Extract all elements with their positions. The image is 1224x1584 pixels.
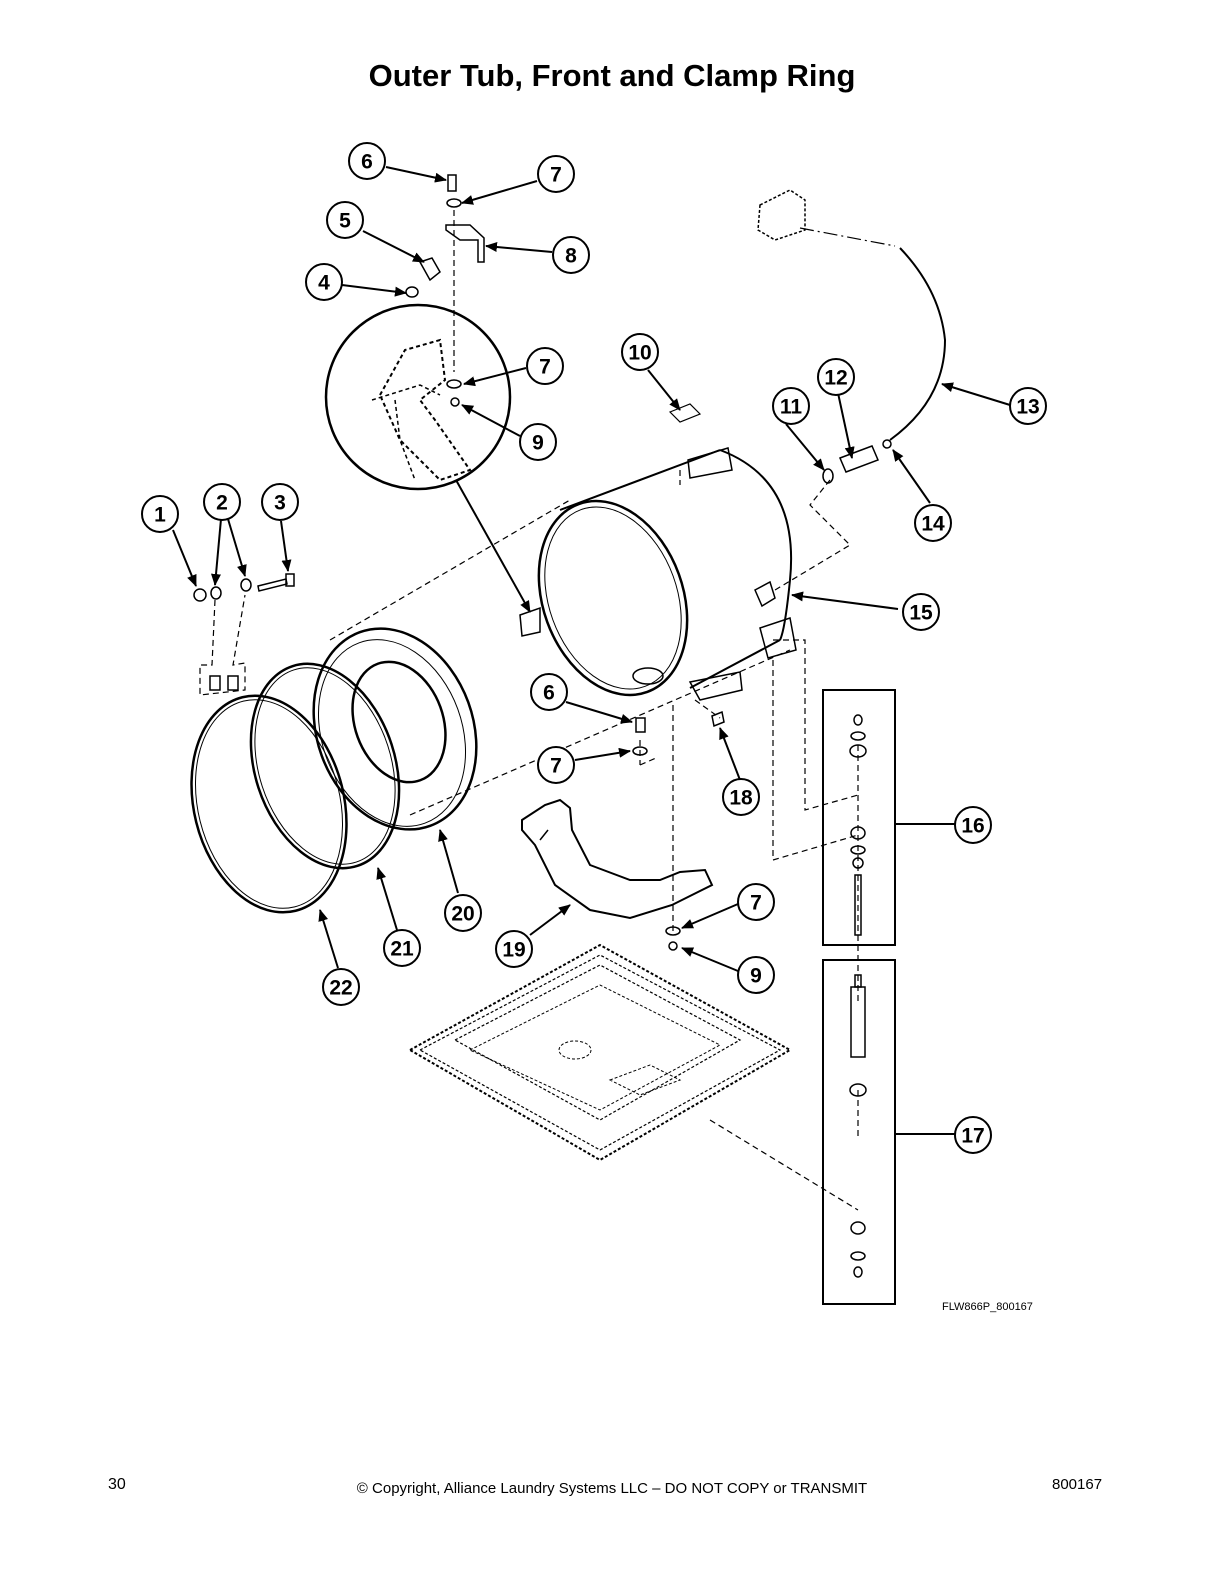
hose-and-sensor — [757, 189, 947, 484]
leader-arrows — [172, 166, 1011, 972]
fasteners-1-3 — [193, 573, 295, 696]
callout-7-bottom: 7 — [737, 883, 775, 921]
svg-text:20: 20 — [451, 903, 474, 926]
callout-20: 20 — [444, 894, 482, 932]
svg-text:7: 7 — [550, 755, 562, 778]
callout-7-lower: 7 — [537, 746, 575, 784]
svg-text:17: 17 — [961, 1125, 984, 1148]
svg-text:2: 2 — [216, 492, 228, 515]
callout-21: 21 — [383, 929, 421, 967]
callout-2: 2 — [203, 483, 241, 521]
callout-13: 13 — [1009, 387, 1047, 425]
callout-16: 16 — [954, 806, 992, 844]
svg-text:22: 22 — [329, 977, 352, 1000]
callout-3: 3 — [261, 483, 299, 521]
callout-19: 19 — [495, 930, 533, 968]
callout-6-top: 6 — [348, 142, 386, 180]
svg-text:9: 9 — [532, 432, 544, 455]
callout-7-top: 7 — [537, 155, 575, 193]
svg-text:4: 4 — [318, 272, 330, 295]
svg-text:9: 9 — [750, 965, 762, 988]
callout-18: 18 — [722, 778, 760, 816]
svg-text:6: 6 — [543, 682, 555, 705]
callout-14: 14 — [914, 504, 952, 542]
document-number: 800167 — [1052, 1476, 1103, 1493]
svg-text:19: 19 — [502, 939, 525, 962]
callout-6-lower: 6 — [530, 673, 568, 711]
svg-text:1: 1 — [154, 504, 166, 527]
clamp-rings — [190, 662, 401, 914]
svg-text:3: 3 — [274, 492, 286, 515]
svg-text:8: 8 — [565, 245, 577, 268]
page-number: 30 — [108, 1476, 126, 1493]
detail-inset-circle — [324, 303, 531, 613]
callouts: 1 2 3 4 5 6 7 8 7 9 10 11 12 13 14 15 6 … — [141, 142, 1047, 1154]
callout-1: 1 — [141, 495, 179, 533]
copyright-notice: © Copyright, Alliance Laundry Systems LL… — [356, 1480, 868, 1497]
callout-11: 11 — [772, 387, 810, 425]
svg-text:15: 15 — [909, 602, 933, 625]
svg-text:11: 11 — [780, 396, 803, 419]
callout-10: 10 — [621, 333, 659, 371]
base-frame — [407, 943, 793, 1162]
callout-15: 15 — [902, 593, 940, 631]
outer-tub — [519, 403, 797, 701]
callout-17: 17 — [954, 1116, 992, 1154]
page-title: Outer Tub, Front and Clamp Ring — [368, 58, 856, 93]
dashed-guides — [329, 227, 896, 1211]
svg-text:21: 21 — [390, 938, 414, 961]
tub-front — [312, 627, 478, 831]
svg-text:16: 16 — [961, 815, 984, 838]
svg-text:5: 5 — [339, 210, 351, 233]
callout-7-inset: 7 — [526, 347, 564, 385]
svg-text:14: 14 — [921, 513, 945, 536]
svg-text:18: 18 — [729, 787, 753, 810]
callout-12: 12 — [817, 358, 855, 396]
lower-fasteners — [632, 710, 725, 951]
figure-id: FLW866P_800167 — [942, 1301, 1033, 1313]
svg-text:7: 7 — [539, 356, 551, 379]
svg-text:12: 12 — [824, 367, 847, 390]
svg-text:7: 7 — [550, 164, 562, 187]
callout-8: 8 — [552, 236, 590, 274]
callout-5: 5 — [326, 201, 364, 239]
callout-9-bottom: 9 — [737, 956, 775, 994]
svg-text:10: 10 — [628, 342, 651, 365]
svg-text:6: 6 — [361, 151, 373, 174]
svg-text:13: 13 — [1016, 396, 1039, 419]
shock-kit-boxes — [822, 689, 955, 1305]
callout-4: 4 — [305, 263, 343, 301]
bracket-parts — [405, 174, 485, 407]
callout-22: 22 — [322, 968, 360, 1006]
callout-9-inset: 9 — [519, 423, 557, 461]
svg-text:7: 7 — [750, 892, 762, 915]
support-bracket — [521, 798, 714, 920]
